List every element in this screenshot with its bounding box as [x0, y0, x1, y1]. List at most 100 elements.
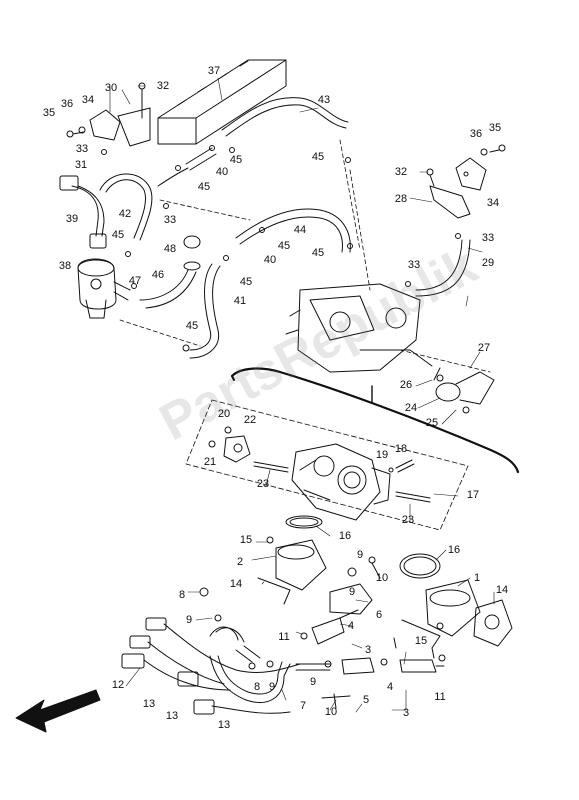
callout-15: 15	[414, 635, 428, 647]
callout-22: 22	[243, 414, 257, 426]
injector-3-right	[399, 659, 445, 673]
callout-32: 32	[394, 166, 408, 178]
callout-34: 34	[486, 197, 500, 209]
plate-14-right	[473, 599, 513, 647]
joint-2	[257, 539, 327, 605]
callout-24: 24	[404, 402, 418, 414]
hose-43	[221, 97, 349, 137]
hose-7	[209, 626, 291, 703]
hose-41	[189, 263, 221, 359]
callout-34: 34	[81, 94, 95, 106]
callout-45: 45	[277, 240, 291, 252]
callout-38: 38	[58, 260, 72, 272]
callout-33: 33	[481, 232, 495, 244]
screws-23	[253, 461, 431, 503]
callout-9: 9	[356, 549, 364, 561]
leader-lines	[109, 77, 495, 713]
callout-45: 45	[111, 229, 125, 241]
callout-39: 39	[65, 213, 79, 225]
callout-17: 17	[466, 489, 480, 501]
callout-26: 26	[399, 379, 413, 391]
throttle-body-assembly	[285, 283, 433, 373]
callout-36: 36	[60, 98, 74, 110]
injector-6-assembly	[311, 583, 373, 645]
callout-5: 5	[362, 694, 370, 706]
callout-45-lower: 45	[185, 320, 199, 332]
callout-8: 8	[253, 681, 261, 693]
callout-45: 45	[311, 151, 325, 163]
callout-28: 28	[394, 193, 408, 205]
callout-13: 13	[217, 719, 231, 731]
tps-22	[223, 435, 251, 463]
front-direction-arrow	[15, 689, 101, 733]
callout-33: 33	[407, 259, 421, 271]
joint-1	[401, 579, 481, 649]
detail-box	[185, 399, 469, 531]
fasteners	[66, 82, 506, 709]
callout-16: 16	[447, 544, 461, 556]
sensor-24	[433, 367, 495, 405]
callout-47: 47	[128, 275, 142, 287]
callout-14: 14	[229, 578, 243, 590]
callout-4: 4	[386, 681, 394, 693]
callout-10: 10	[324, 706, 338, 718]
callout-11: 11	[278, 631, 290, 643]
hose-29	[415, 239, 471, 297]
callout-16: 16	[338, 530, 352, 542]
hose-40-upper	[157, 147, 217, 187]
callout-14: 14	[495, 584, 509, 596]
callout-9: 9	[348, 586, 356, 598]
callout-45: 45	[197, 181, 211, 193]
callout-8: 8	[178, 589, 186, 601]
callout-18: 18	[394, 443, 408, 455]
hose-46	[139, 261, 201, 309]
callout-35: 35	[488, 122, 502, 134]
callout-9: 9	[268, 681, 276, 693]
callout-45: 45	[229, 154, 243, 166]
callout-36: 36	[469, 128, 483, 140]
callout-13: 13	[165, 710, 179, 722]
callout-32: 32	[156, 80, 170, 92]
callout-12: 12	[111, 679, 125, 691]
screw-18	[388, 459, 415, 473]
callout-46: 46	[151, 269, 165, 281]
fuel-rail	[157, 59, 287, 145]
callout-40: 40	[263, 254, 277, 266]
clamp-16-upper	[285, 515, 323, 529]
section-divider	[230, 367, 520, 474]
callout-11: 11	[434, 691, 446, 703]
clamp-16-right	[399, 553, 441, 579]
callout-44: 44	[293, 224, 307, 236]
callout-3: 3	[402, 707, 410, 719]
callout-9: 9	[309, 676, 317, 688]
part-39-fitting	[59, 175, 107, 249]
wiring-harness-12-13	[121, 617, 301, 715]
callout-31: 31	[74, 159, 88, 171]
callout-42: 42	[118, 208, 132, 220]
callout-35: 35	[42, 107, 56, 119]
air-valve-38	[77, 258, 131, 319]
callout-29: 29	[481, 257, 495, 269]
callout-41: 41	[233, 295, 247, 307]
callout-10: 10	[375, 572, 389, 584]
callout-7: 7	[299, 700, 307, 712]
callout-21: 21	[203, 456, 217, 468]
callout-40: 40	[215, 166, 229, 178]
clip-48	[183, 235, 201, 249]
callout-33: 33	[75, 143, 89, 155]
callout-9: 9	[185, 614, 193, 626]
callout-33: 33	[163, 214, 177, 226]
callout-4: 4	[347, 620, 355, 632]
fuel-pipe-5	[295, 663, 351, 699]
callout-45: 45	[311, 247, 325, 259]
callout-1: 1	[473, 572, 481, 584]
callout-19: 19	[375, 449, 389, 461]
callout-45: 45	[239, 276, 253, 288]
callout-13: 13	[142, 698, 156, 710]
callout-15: 15	[239, 534, 253, 546]
injector-3-left	[341, 657, 375, 675]
callout-20: 20	[217, 408, 231, 420]
callout-48: 48	[163, 243, 177, 255]
